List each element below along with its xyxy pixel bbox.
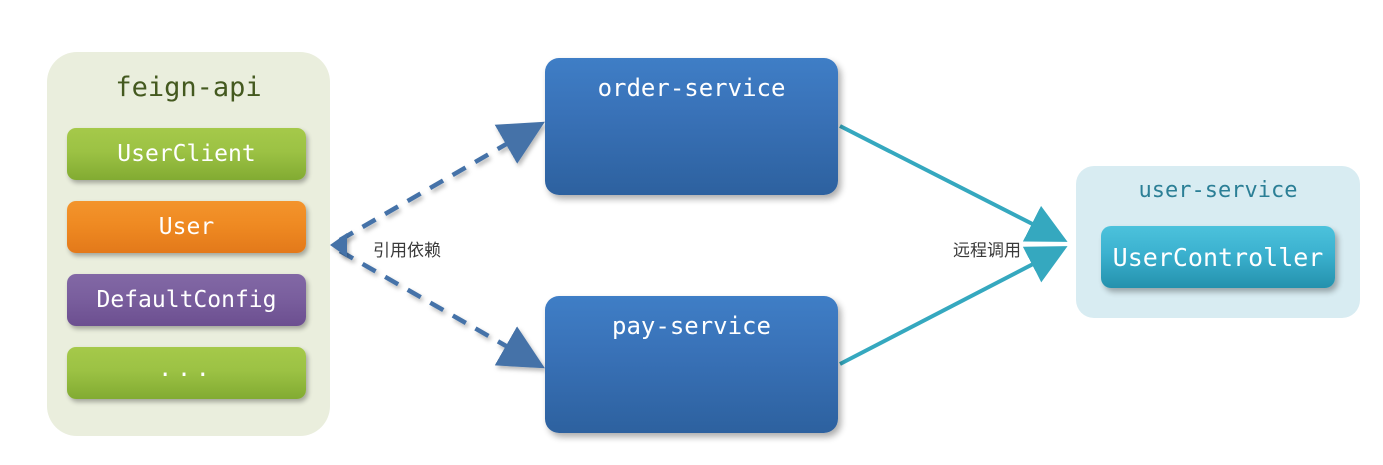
service-label-order-service: order-service xyxy=(597,74,786,102)
edge-label-dependency: 引用依赖 xyxy=(373,241,441,261)
feign-item-defaultconfig[interactable]: DefaultConfig xyxy=(67,274,306,326)
edge-dependency-origin-arrowhead xyxy=(330,233,347,257)
service-box-order-service[interactable]: order-service xyxy=(545,58,838,195)
edge-remote-call-pay xyxy=(839,246,1068,366)
service-label-pay-service: pay-service xyxy=(612,312,771,340)
edge-dependency-pay xyxy=(338,249,545,369)
feign-item-user[interactable]: User xyxy=(67,201,306,253)
edge-dependency-order xyxy=(338,121,545,242)
feign-item-userclient[interactable]: UserClient xyxy=(67,128,306,180)
edge-label-remote-call: 远程调用 xyxy=(953,241,1021,261)
feign-item-ellipsis-label: ... xyxy=(158,355,215,382)
feign-item-ellipsis[interactable]: ... xyxy=(67,347,306,399)
feign-api-panel: feign-api UserClient User DefaultConfig … xyxy=(47,52,330,436)
user-service-panel: user-service UserController xyxy=(1076,166,1360,318)
user-controller-box[interactable]: UserController xyxy=(1101,226,1335,288)
feign-api-title: feign-api xyxy=(115,72,262,103)
user-service-title: user-service xyxy=(1138,178,1298,203)
edge-remote-call-order xyxy=(839,124,1068,242)
service-box-pay-service[interactable]: pay-service xyxy=(545,296,838,433)
